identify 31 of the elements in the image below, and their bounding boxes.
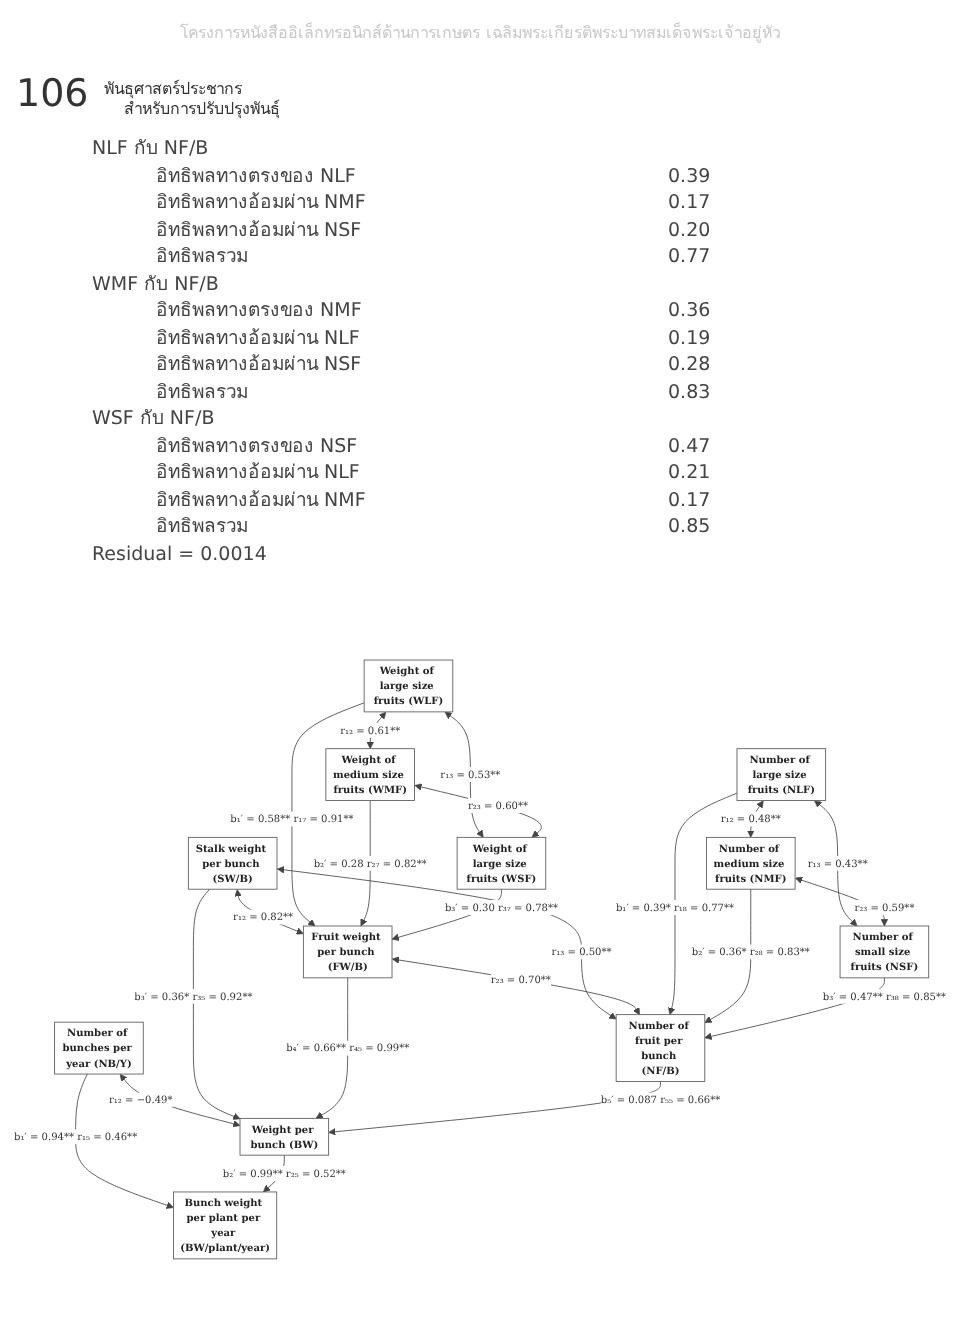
book-title: พันธุศาสตร์ประชากร xyxy=(104,77,242,99)
effect-value: 0.39 xyxy=(668,163,711,190)
effect-name: อิทธิพลรวม xyxy=(156,514,248,541)
effect-value: 0.19 xyxy=(668,325,711,352)
book-subtitle: สำหรับการปรับปรุงพันธุ์ xyxy=(124,99,280,122)
effect-name: อิทธิพลทางตรงของ NLF xyxy=(156,163,356,190)
effect-name: อิทธิพลทางตรงของ NSF xyxy=(156,433,358,460)
section-heading: WSF กับ NF/B xyxy=(92,406,215,433)
effect-name: อิทธิพลรวม xyxy=(156,244,248,271)
residual-text: Residual = 0.0014 xyxy=(92,541,267,568)
effect-value: 0.17 xyxy=(668,487,711,514)
effect-value: 0.17 xyxy=(668,190,711,217)
effect-value: 0.83 xyxy=(668,379,711,406)
effect-value: 0.21 xyxy=(668,460,711,487)
effect-name: อิทธิพลรวม xyxy=(156,379,248,406)
effect-name: อิทธิพลทางอ้อมผ่าน NSF xyxy=(156,217,362,244)
section-heading: WMF กับ NF/B xyxy=(92,271,219,298)
effect-value: 0.20 xyxy=(668,217,711,244)
effect-name: อิทธิพลทางอ้อมผ่าน NMF xyxy=(156,190,366,217)
effect-value: 0.28 xyxy=(668,352,711,379)
effect-value: 0.77 xyxy=(668,244,711,271)
effect-name: อิทธิพลทางอ้อมผ่าน NLF xyxy=(156,460,360,487)
effect-value: 0.47 xyxy=(668,433,711,460)
page-number: 106 xyxy=(16,72,89,116)
effect-value: 0.85 xyxy=(668,514,711,541)
effect-value: 0.36 xyxy=(668,298,711,325)
effect-name: อิทธิพลทางตรงของ NMF xyxy=(156,298,362,325)
effect-name: อิทธิพลทางอ้อมผ่าน NLF xyxy=(156,325,360,352)
effect-name: อิทธิพลทางอ้อมผ่าน NMF xyxy=(156,487,366,514)
effect-name: อิทธิพลทางอ้อมผ่าน NSF xyxy=(156,352,362,379)
section-heading: NLF กับ NF/B xyxy=(92,136,209,163)
